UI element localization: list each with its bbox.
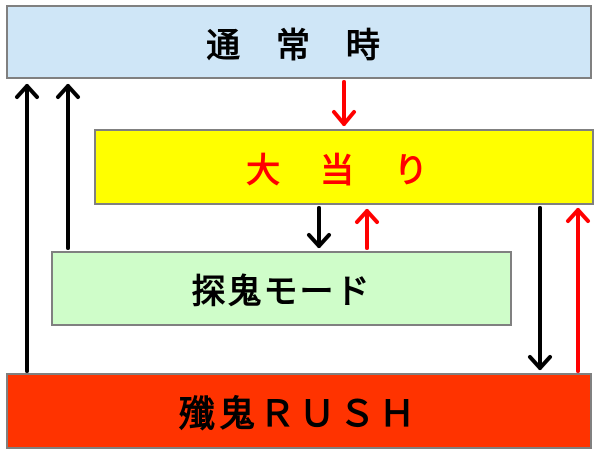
arrow-jackpot-to-mode: [307, 206, 331, 248]
arrow-jackpot-to-rush: [528, 206, 552, 370]
arrow-mode-to-jackpot: [355, 209, 379, 250]
state-box-mode: 探鬼モード: [51, 251, 512, 326]
arrow-normal-to-jackpot: [332, 80, 356, 126]
state-box-rush: 殲鬼ＲＵＳＨ: [6, 373, 592, 449]
state-label-rush: 殲鬼ＲＵＳＨ: [178, 394, 419, 435]
state-label-mode: 探鬼モード: [191, 272, 372, 312]
arrow-rush-to-jackpot: [566, 208, 590, 373]
arrow-rush-to-normal: [15, 84, 39, 373]
arrow-mode-to-normal: [56, 84, 80, 250]
state-box-jackpot: 大 当 り: [94, 129, 594, 205]
state-label-jackpot: 大 当 り: [246, 150, 442, 191]
state-label-normal: 通 常 時: [206, 25, 392, 66]
state-box-normal: 通 常 時: [6, 5, 592, 79]
